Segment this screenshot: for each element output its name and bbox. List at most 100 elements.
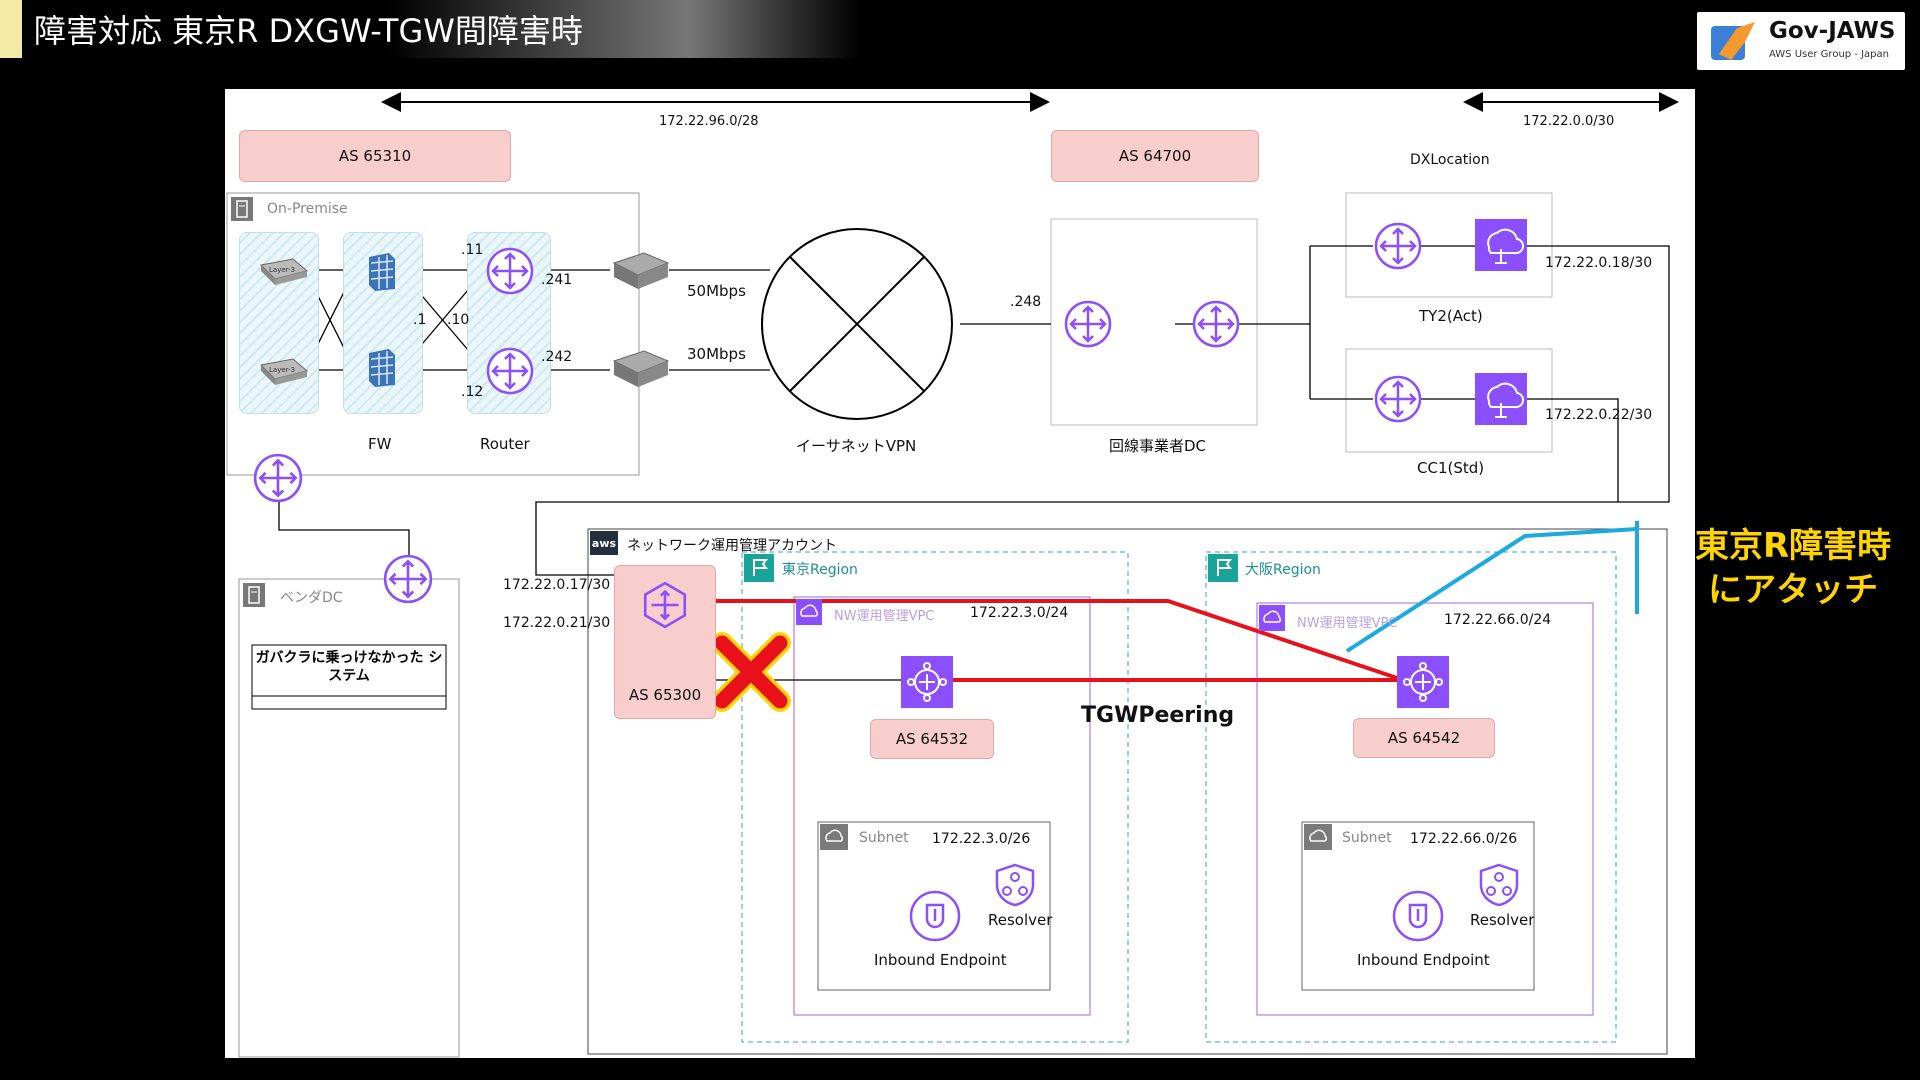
- router-icon: [1064, 300, 1112, 348]
- osaka-vpc-cidr: 172.22.66.0/24: [1444, 612, 1552, 628]
- edge-device-icon: [612, 252, 670, 289]
- ip-12-label: .12: [461, 384, 484, 400]
- osaka-subnet-group: [1301, 821, 1535, 991]
- dx-gateway-icon: [643, 581, 687, 629]
- tokyo-subnet-cidr: 172.22.3.0/26: [932, 831, 1031, 847]
- carrier-dc-box: [1050, 218, 1258, 426]
- tgw-peering-label: TGWPeering: [1081, 703, 1235, 728]
- direct-connect-icon: [1475, 219, 1527, 271]
- tokyo-region-label: 東京Region: [782, 562, 858, 578]
- router-icon: [253, 453, 303, 503]
- logo-subtitle: AWS User Group - Japan: [1769, 49, 1889, 60]
- onprem-label: On-Premise: [267, 201, 348, 217]
- vpc-icon: [1259, 605, 1285, 631]
- layer3-text-2: Layer-3: [269, 366, 295, 374]
- osaka-subnet-label: Subnet: [1342, 830, 1392, 846]
- fw-label: FW: [368, 435, 392, 453]
- ethernet-vpn-label: イーサネットVPN: [796, 437, 917, 455]
- server-icon: [231, 197, 253, 221]
- resolver-icon: [995, 863, 1035, 907]
- server-icon: [243, 583, 265, 607]
- ty2-box: [1345, 192, 1553, 298]
- ip-10-label: .10: [447, 312, 470, 328]
- red-link-dxgw-osaka: [685, 599, 1404, 682]
- inbound-endpoint-icon: [1392, 890, 1444, 942]
- attach-line: [1345, 527, 1638, 653]
- as-carrier-badge: AS 64700: [1051, 130, 1259, 182]
- osaka-inbound-label: Inbound Endpoint: [1357, 951, 1490, 969]
- transit-gateway-icon: [1397, 656, 1449, 708]
- bandwidth-30-label: 30Mbps: [687, 345, 746, 363]
- system-box: [251, 644, 447, 710]
- title-bar: 障害対応 東京R DXGW-TGW間障害時: [0, 0, 860, 58]
- bandwidth-50-label: 50Mbps: [687, 282, 746, 300]
- as-onprem-badge: AS 65310: [239, 130, 511, 182]
- ethernet-vpn-cloud: [761, 228, 953, 420]
- inbound-endpoint-icon: [909, 890, 961, 942]
- router-icon: [383, 554, 433, 604]
- ip-cc1-label: 172.22.0.22/30: [1545, 407, 1653, 423]
- vendor-dc-label: ベンダDC: [280, 590, 343, 606]
- firewall-icon: [369, 349, 395, 387]
- subnet-top-right-label: 172.22.0.0/30: [1523, 114, 1615, 129]
- osaka-resolver-label: Resolver: [1470, 911, 1535, 929]
- ip-241-label: .241: [541, 272, 573, 288]
- cc1-label: CC1(Std): [1417, 459, 1485, 477]
- subnet-icon: [1304, 824, 1332, 850]
- aws-logo-icon: aws: [590, 531, 618, 555]
- transit-gateway-icon: [901, 656, 953, 708]
- tokyo-vpc-group: [793, 596, 1091, 1016]
- network-diagram: 172.22.96.0/28 172.22.0.0/30 AS 65310 AS…: [225, 89, 1695, 1058]
- ip-242-label: .242: [541, 349, 573, 365]
- router-icon: [1374, 375, 1422, 423]
- router-icon: [1374, 222, 1422, 270]
- osaka-vpc-label: NW運用管理VPC: [1297, 616, 1398, 631]
- onprem-group: [226, 192, 640, 476]
- ip-248-label: .248: [1010, 294, 1042, 310]
- failure-x-icon: [711, 632, 791, 712]
- router-icon: [486, 247, 534, 295]
- osaka-vpc-group: [1256, 602, 1594, 1016]
- callout-line-1: 東京R障害時: [1695, 526, 1892, 566]
- tokyo-resolver-label: Resolver: [988, 911, 1053, 929]
- logo-name: Gov-JAWS: [1769, 18, 1896, 44]
- carrier-dc-label: 回線事業者DC: [1109, 437, 1207, 455]
- ip-1-label: .1: [413, 312, 427, 328]
- region-flag-icon: [1208, 554, 1238, 582]
- ip-dx-21-label: 172.22.0.21/30: [503, 615, 611, 631]
- ip-11-label: .11: [461, 242, 484, 258]
- callout-line-2: にアタッチ: [1708, 570, 1879, 610]
- cc1-box: [1345, 348, 1553, 453]
- as-tokyo-tgw-badge: AS 64532: [870, 719, 994, 759]
- tokyo-inbound-label: Inbound Endpoint: [874, 951, 1007, 969]
- gov-jaws-logo: Gov-JAWS AWS User Group - Japan: [1697, 12, 1905, 70]
- account-group: [587, 528, 1668, 1055]
- title-accent-bar: [0, 0, 22, 58]
- layer3-switch-icon: Layer-3: [259, 258, 309, 285]
- failover-callout: 東京R障害時 にアタッチ: [1695, 524, 1891, 612]
- tokyo-vpc-cidr: 172.22.3.0/24: [970, 605, 1069, 621]
- subnet-icon: [820, 824, 848, 850]
- diagram-canvas: [226, 92, 1679, 1058]
- gov-jaws-logo-icon: [1711, 22, 1755, 60]
- dxlocation-label: DXLocation: [1410, 152, 1490, 168]
- as-osaka-tgw-badge: AS 64542: [1353, 718, 1495, 758]
- system-label: ガバクラに乗っけなかった システム: [255, 650, 443, 684]
- router-icon: [486, 347, 534, 395]
- slide-title: 障害対応 東京R DXGW-TGW間障害時: [34, 12, 583, 50]
- layer3-switch-icon: Layer-3: [259, 358, 309, 385]
- layer3-text-1: Layer-3: [269, 266, 295, 274]
- router-label: Router: [480, 435, 530, 453]
- resolver-icon: [1479, 863, 1519, 907]
- ip-ty2-label: 172.22.0.18/30: [1545, 255, 1653, 271]
- region-flag-icon: [744, 554, 774, 582]
- edge-device-icon: [612, 350, 670, 387]
- ty2-label: TY2(Act): [1419, 307, 1483, 325]
- account-label: ネットワーク運用管理アカウント: [627, 538, 837, 554]
- subnet-top-left-label: 172.22.96.0/28: [659, 114, 759, 129]
- osaka-subnet-cidr: 172.22.66.0/26: [1410, 831, 1518, 847]
- osaka-region-label: 大阪Region: [1245, 562, 1321, 578]
- tokyo-subnet-group: [817, 821, 1051, 991]
- tokyo-region-group: [741, 551, 1129, 1043]
- ip-dx-17-label: 172.22.0.17/30: [503, 577, 611, 593]
